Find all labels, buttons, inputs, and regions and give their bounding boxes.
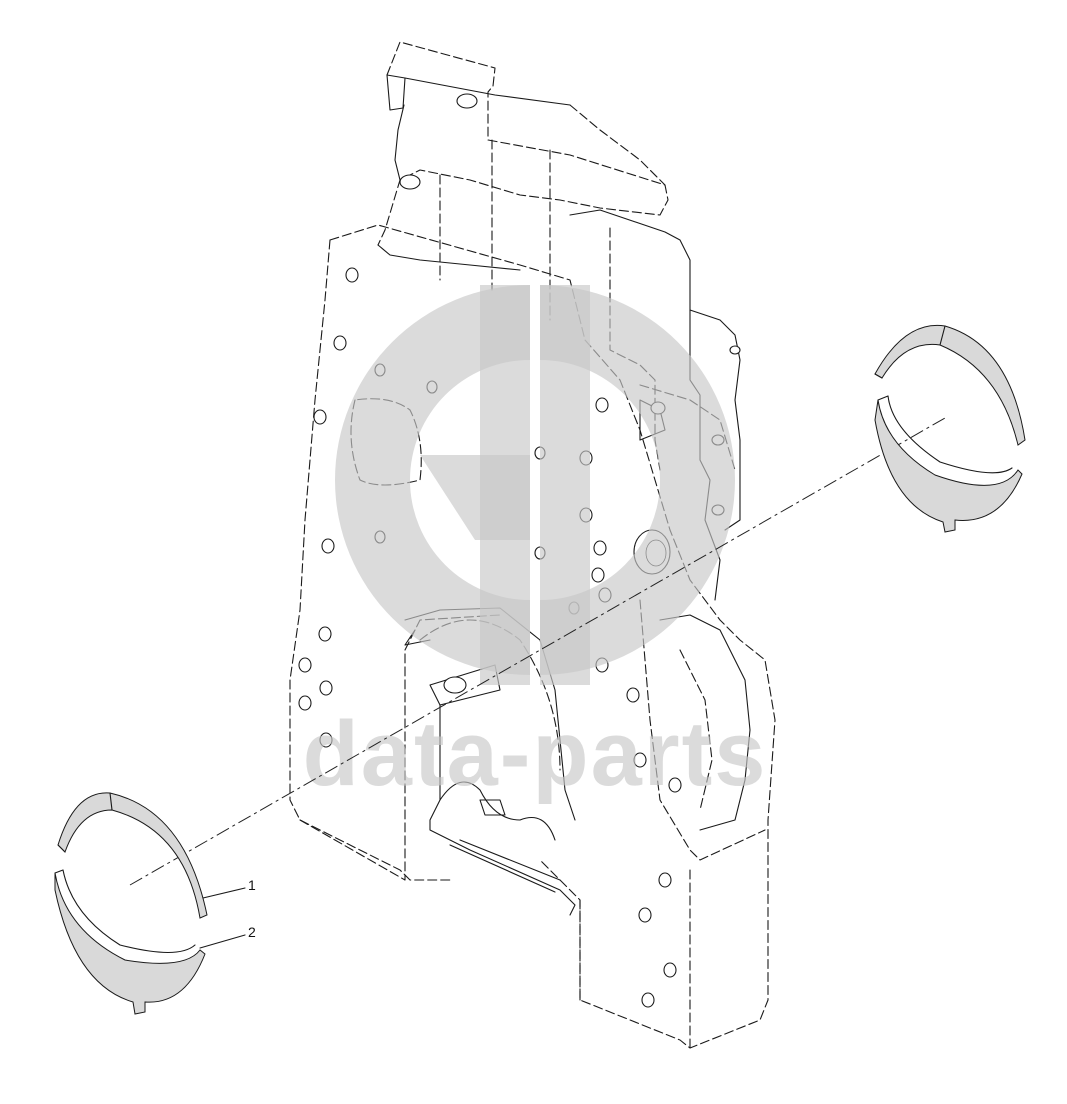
callout-1-label: 1 bbox=[248, 877, 256, 893]
callout-2-label: 2 bbox=[248, 924, 256, 940]
thrust-washer-right bbox=[874, 324, 1026, 533]
watermark-text: data-parts bbox=[303, 703, 768, 805]
thrust-washer-left bbox=[54, 792, 208, 1015]
watermark-logo-icon bbox=[335, 285, 735, 685]
callout-2: 2 bbox=[199, 924, 256, 949]
center-axis-line bbox=[129, 417, 946, 886]
callout-1: 1 bbox=[202, 877, 256, 899]
